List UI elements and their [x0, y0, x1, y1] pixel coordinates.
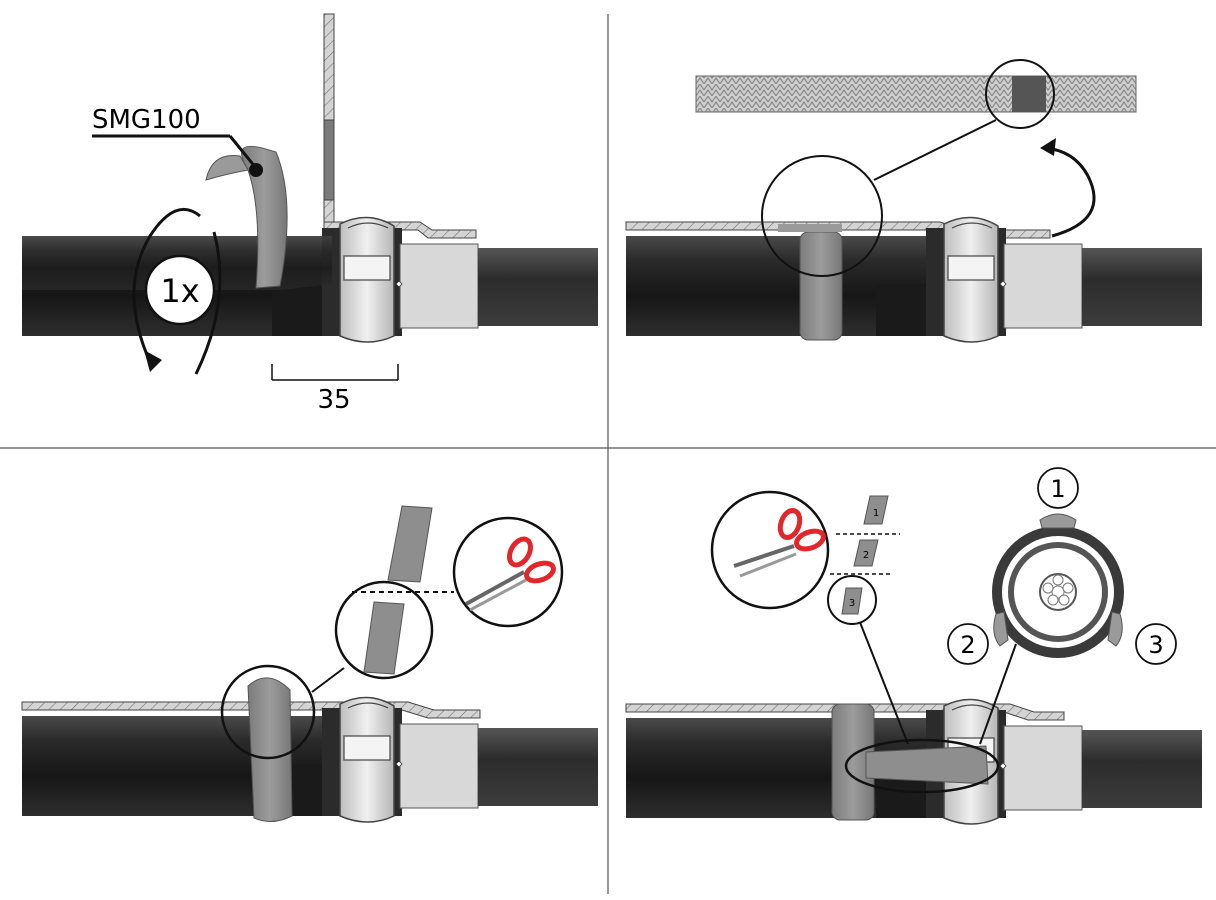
strip-number-1: 1	[873, 508, 879, 519]
wrap-count-text: 1x	[160, 272, 199, 310]
scissors-icon	[733, 507, 826, 578]
part-label-smg100: SMG100	[92, 105, 201, 135]
scissors-icon	[465, 536, 556, 612]
tape-band	[799, 231, 843, 341]
panel-1: 1x SMG100 35	[21, 13, 599, 415]
dimension-text: 35	[317, 385, 350, 415]
position-number-1: 1	[1050, 475, 1065, 503]
panel-4: 1 2 3 1 2 3	[625, 467, 1203, 825]
strip-number-3: 3	[849, 598, 855, 609]
cable-cross-section	[992, 513, 1124, 658]
smg100-tape	[241, 145, 288, 289]
tape-band	[247, 677, 293, 822]
position-number-2: 2	[960, 631, 975, 659]
panel-2	[625, 59, 1203, 343]
position-number-3: 3	[1148, 631, 1163, 659]
magnifier-circle-icon	[985, 59, 1055, 129]
wrap-count-badge	[144, 254, 216, 326]
panel-3	[21, 505, 599, 823]
curved-arrow-icon	[1043, 146, 1096, 238]
dimension-marker	[271, 364, 399, 381]
rotate-arrow-icon	[132, 207, 222, 375]
braid-strip	[695, 75, 1137, 113]
strip-number-2: 2	[863, 550, 869, 561]
